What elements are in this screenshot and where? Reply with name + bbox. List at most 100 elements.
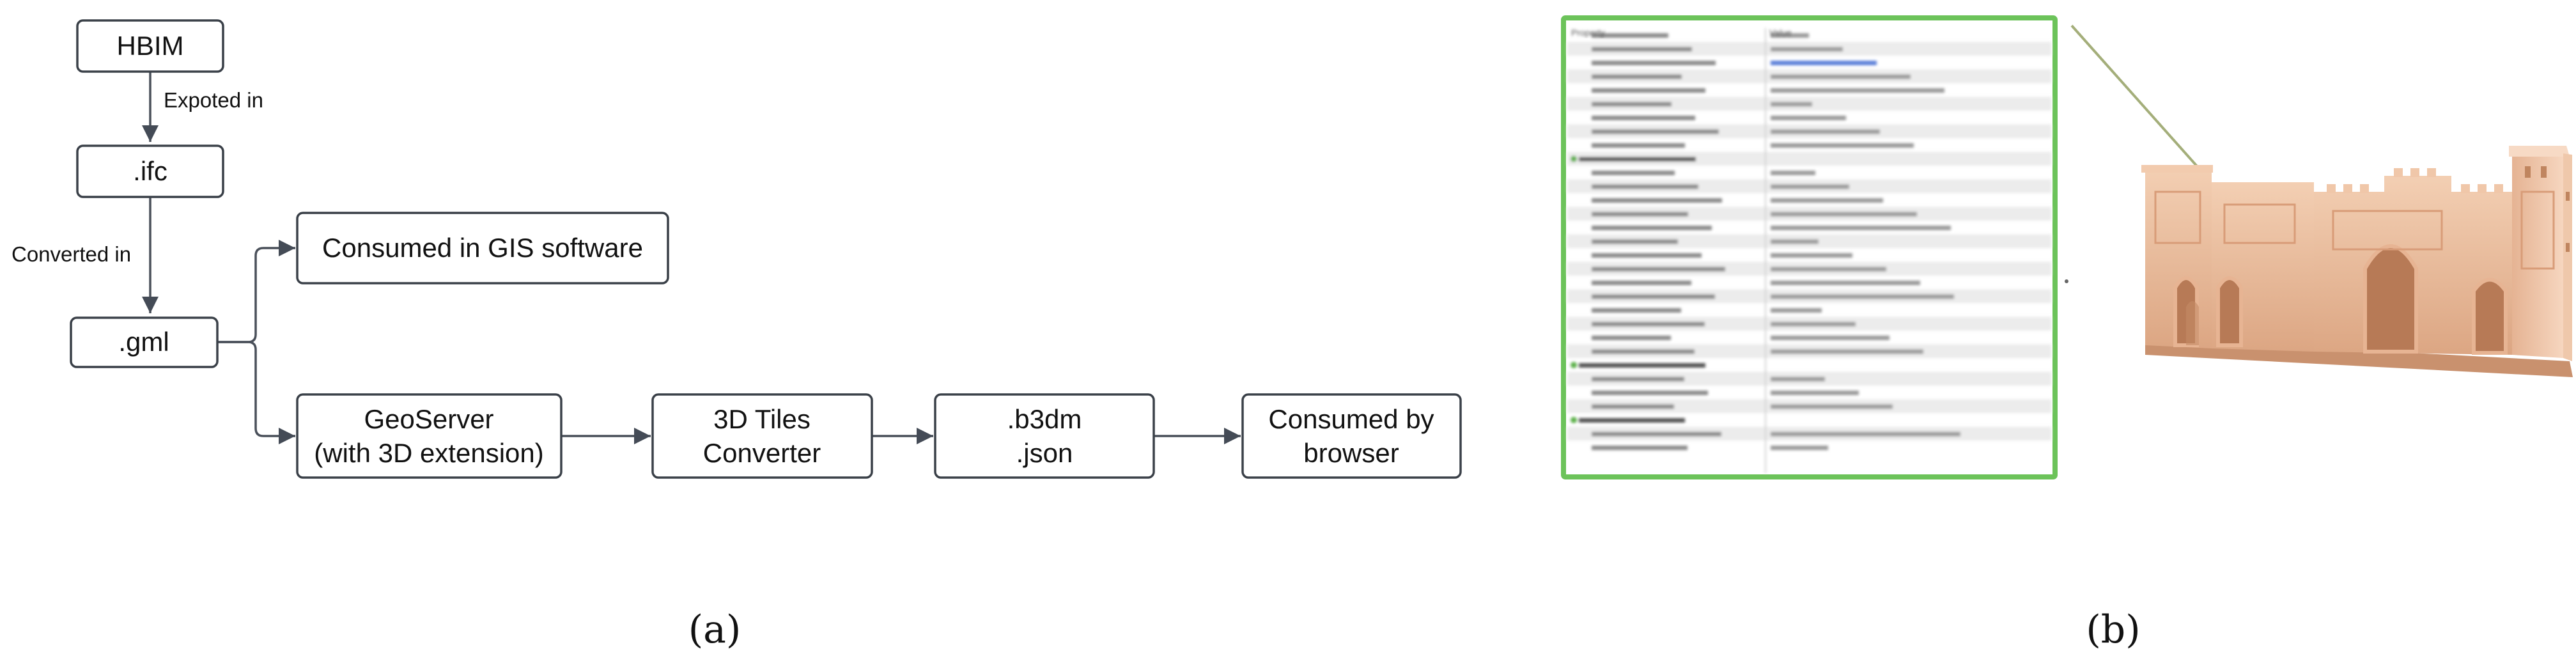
- properties-row-key: [1592, 253, 1702, 258]
- properties-row-value: [1771, 226, 1951, 230]
- properties-row-value: [1771, 171, 1815, 175]
- properties-header-value: Value: [1769, 27, 1792, 38]
- properties-row-key: [1592, 446, 1688, 450]
- properties-row-bg: [1567, 152, 2051, 166]
- properties-row-value: [1771, 446, 1828, 450]
- flow-edges: [142, 72, 1241, 444]
- properties-header-property: Property: [1571, 27, 1605, 38]
- properties-row-value: [1771, 74, 1911, 79]
- node-hbim-box: [76, 19, 224, 73]
- properties-row-key: [1592, 391, 1708, 395]
- properties-row-value: [1771, 267, 1886, 272]
- properties-panel: Property Value: [1561, 15, 2058, 479]
- flowchart-panel: HBIM .ifc .gml Consumed in GIS software …: [12, 19, 1462, 479]
- properties-row-value: [1771, 33, 1809, 38]
- model-arch-left-2: [2216, 276, 2243, 347]
- model-arch-right: [2472, 277, 2508, 355]
- node-gis-label: Consumed in GIS software: [322, 233, 643, 263]
- properties-row-value: [1771, 143, 1914, 148]
- model-right-tower: [2512, 150, 2563, 358]
- properties-row-key: [1592, 129, 1719, 134]
- properties-row-value: [1771, 184, 1849, 189]
- properties-row-key: [1592, 281, 1691, 285]
- properties-row-value: [1771, 322, 1856, 327]
- flow-nodes: [70, 19, 1462, 479]
- properties-row-key: [1592, 322, 1705, 327]
- properties-row-key: [1579, 157, 1696, 162]
- properties-row-value: [1771, 349, 1923, 354]
- properties-row-key: [1592, 61, 1716, 65]
- properties-row-value: [1771, 116, 1846, 120]
- properties-group-icon: [1571, 417, 1577, 423]
- properties-table-blurred: [1567, 28, 2051, 473]
- edge-gml-to-geoserver: [217, 341, 295, 444]
- properties-row-value: [1771, 308, 1822, 313]
- node-geoserver-label-2: (with 3D extension): [314, 438, 543, 468]
- properties-row-value: [1771, 129, 1880, 134]
- properties-row-key: [1592, 47, 1692, 52]
- node-browser-label-1: Consumed by: [1268, 404, 1434, 434]
- node-hbim-label: HBIM: [117, 31, 184, 61]
- flow-node-labels: HBIM .ifc .gml Consumed in GIS software …: [117, 31, 1434, 468]
- properties-row-value: [1771, 253, 1852, 258]
- properties-row-value: [1771, 47, 1843, 52]
- node-gis-box: [296, 212, 669, 284]
- properties-row-key: [1592, 116, 1695, 120]
- properties-row-value: [1771, 281, 1920, 285]
- caption-b: (b): [2086, 607, 2140, 652]
- flow-edge-labels: Expoted in Converted in: [12, 88, 263, 266]
- node-tiles-label-2: Converter: [703, 438, 821, 468]
- properties-row-key: [1592, 74, 1682, 79]
- node-geoserver-label-1: GeoServer: [364, 404, 493, 434]
- node-b3dm-label-1: .b3dm: [1007, 404, 1082, 434]
- properties-group-icon: [1571, 155, 1577, 162]
- properties-row-value: [1771, 377, 1825, 382]
- model-far-right-wall: [2563, 153, 2572, 361]
- properties-row-value: [1771, 102, 1812, 107]
- edge-label-converted: Converted in: [12, 242, 131, 266]
- node-browser-label-2: browser: [1303, 438, 1399, 468]
- model-arch-center: [2363, 244, 2418, 354]
- properties-row-key: [1592, 308, 1681, 313]
- edge-gml-to-gis: [217, 240, 295, 343]
- properties-row-key: [1592, 349, 1695, 354]
- properties-row-value: [1771, 391, 1859, 395]
- edge-label-exported: Expoted in: [164, 88, 263, 112]
- properties-row-value: [1771, 198, 1883, 203]
- properties-row-key: [1592, 336, 1671, 340]
- properties-row-key: [1592, 377, 1684, 382]
- properties-row-key: [1592, 267, 1725, 272]
- properties-row-value: [1771, 294, 1954, 299]
- properties-group-icon: [1571, 362, 1577, 368]
- properties-row-key: [1592, 33, 1668, 38]
- building-3d-model: [2141, 146, 2573, 377]
- node-ifc-box: [76, 144, 224, 198]
- caption-a: (a): [688, 607, 741, 652]
- properties-row-value: [1771, 212, 1917, 217]
- node-tiles-box: [651, 393, 873, 479]
- properties-row-key: [1592, 88, 1705, 93]
- properties-row-value: [1771, 61, 1877, 65]
- properties-row-key: [1592, 404, 1674, 409]
- properties-row-value: [1771, 432, 1960, 437]
- node-tiles-label-1: 3D Tiles: [713, 404, 811, 434]
- properties-row-key: [1592, 294, 1715, 299]
- properties-row-value: [1771, 404, 1893, 409]
- node-b3dm-label-2: .json: [1016, 438, 1073, 468]
- properties-row-key: [1592, 102, 1672, 107]
- callout-leader-line: [2070, 24, 2204, 174]
- properties-row-value: [1771, 88, 1944, 93]
- node-b3dm-box: [934, 393, 1155, 479]
- node-geoserver-box: [296, 393, 563, 479]
- properties-row-key: [1579, 418, 1685, 423]
- properties-row-key: [1592, 143, 1685, 148]
- properties-row-key: [1592, 239, 1678, 244]
- properties-row-key: [1592, 432, 1721, 437]
- node-gml-box: [70, 316, 219, 368]
- node-ifc-label: .ifc: [133, 156, 167, 186]
- node-browser-box: [1241, 393, 1462, 479]
- properties-row-key: [1592, 212, 1688, 217]
- properties-row-value: [1771, 239, 1819, 244]
- properties-row-key: [1579, 363, 1705, 368]
